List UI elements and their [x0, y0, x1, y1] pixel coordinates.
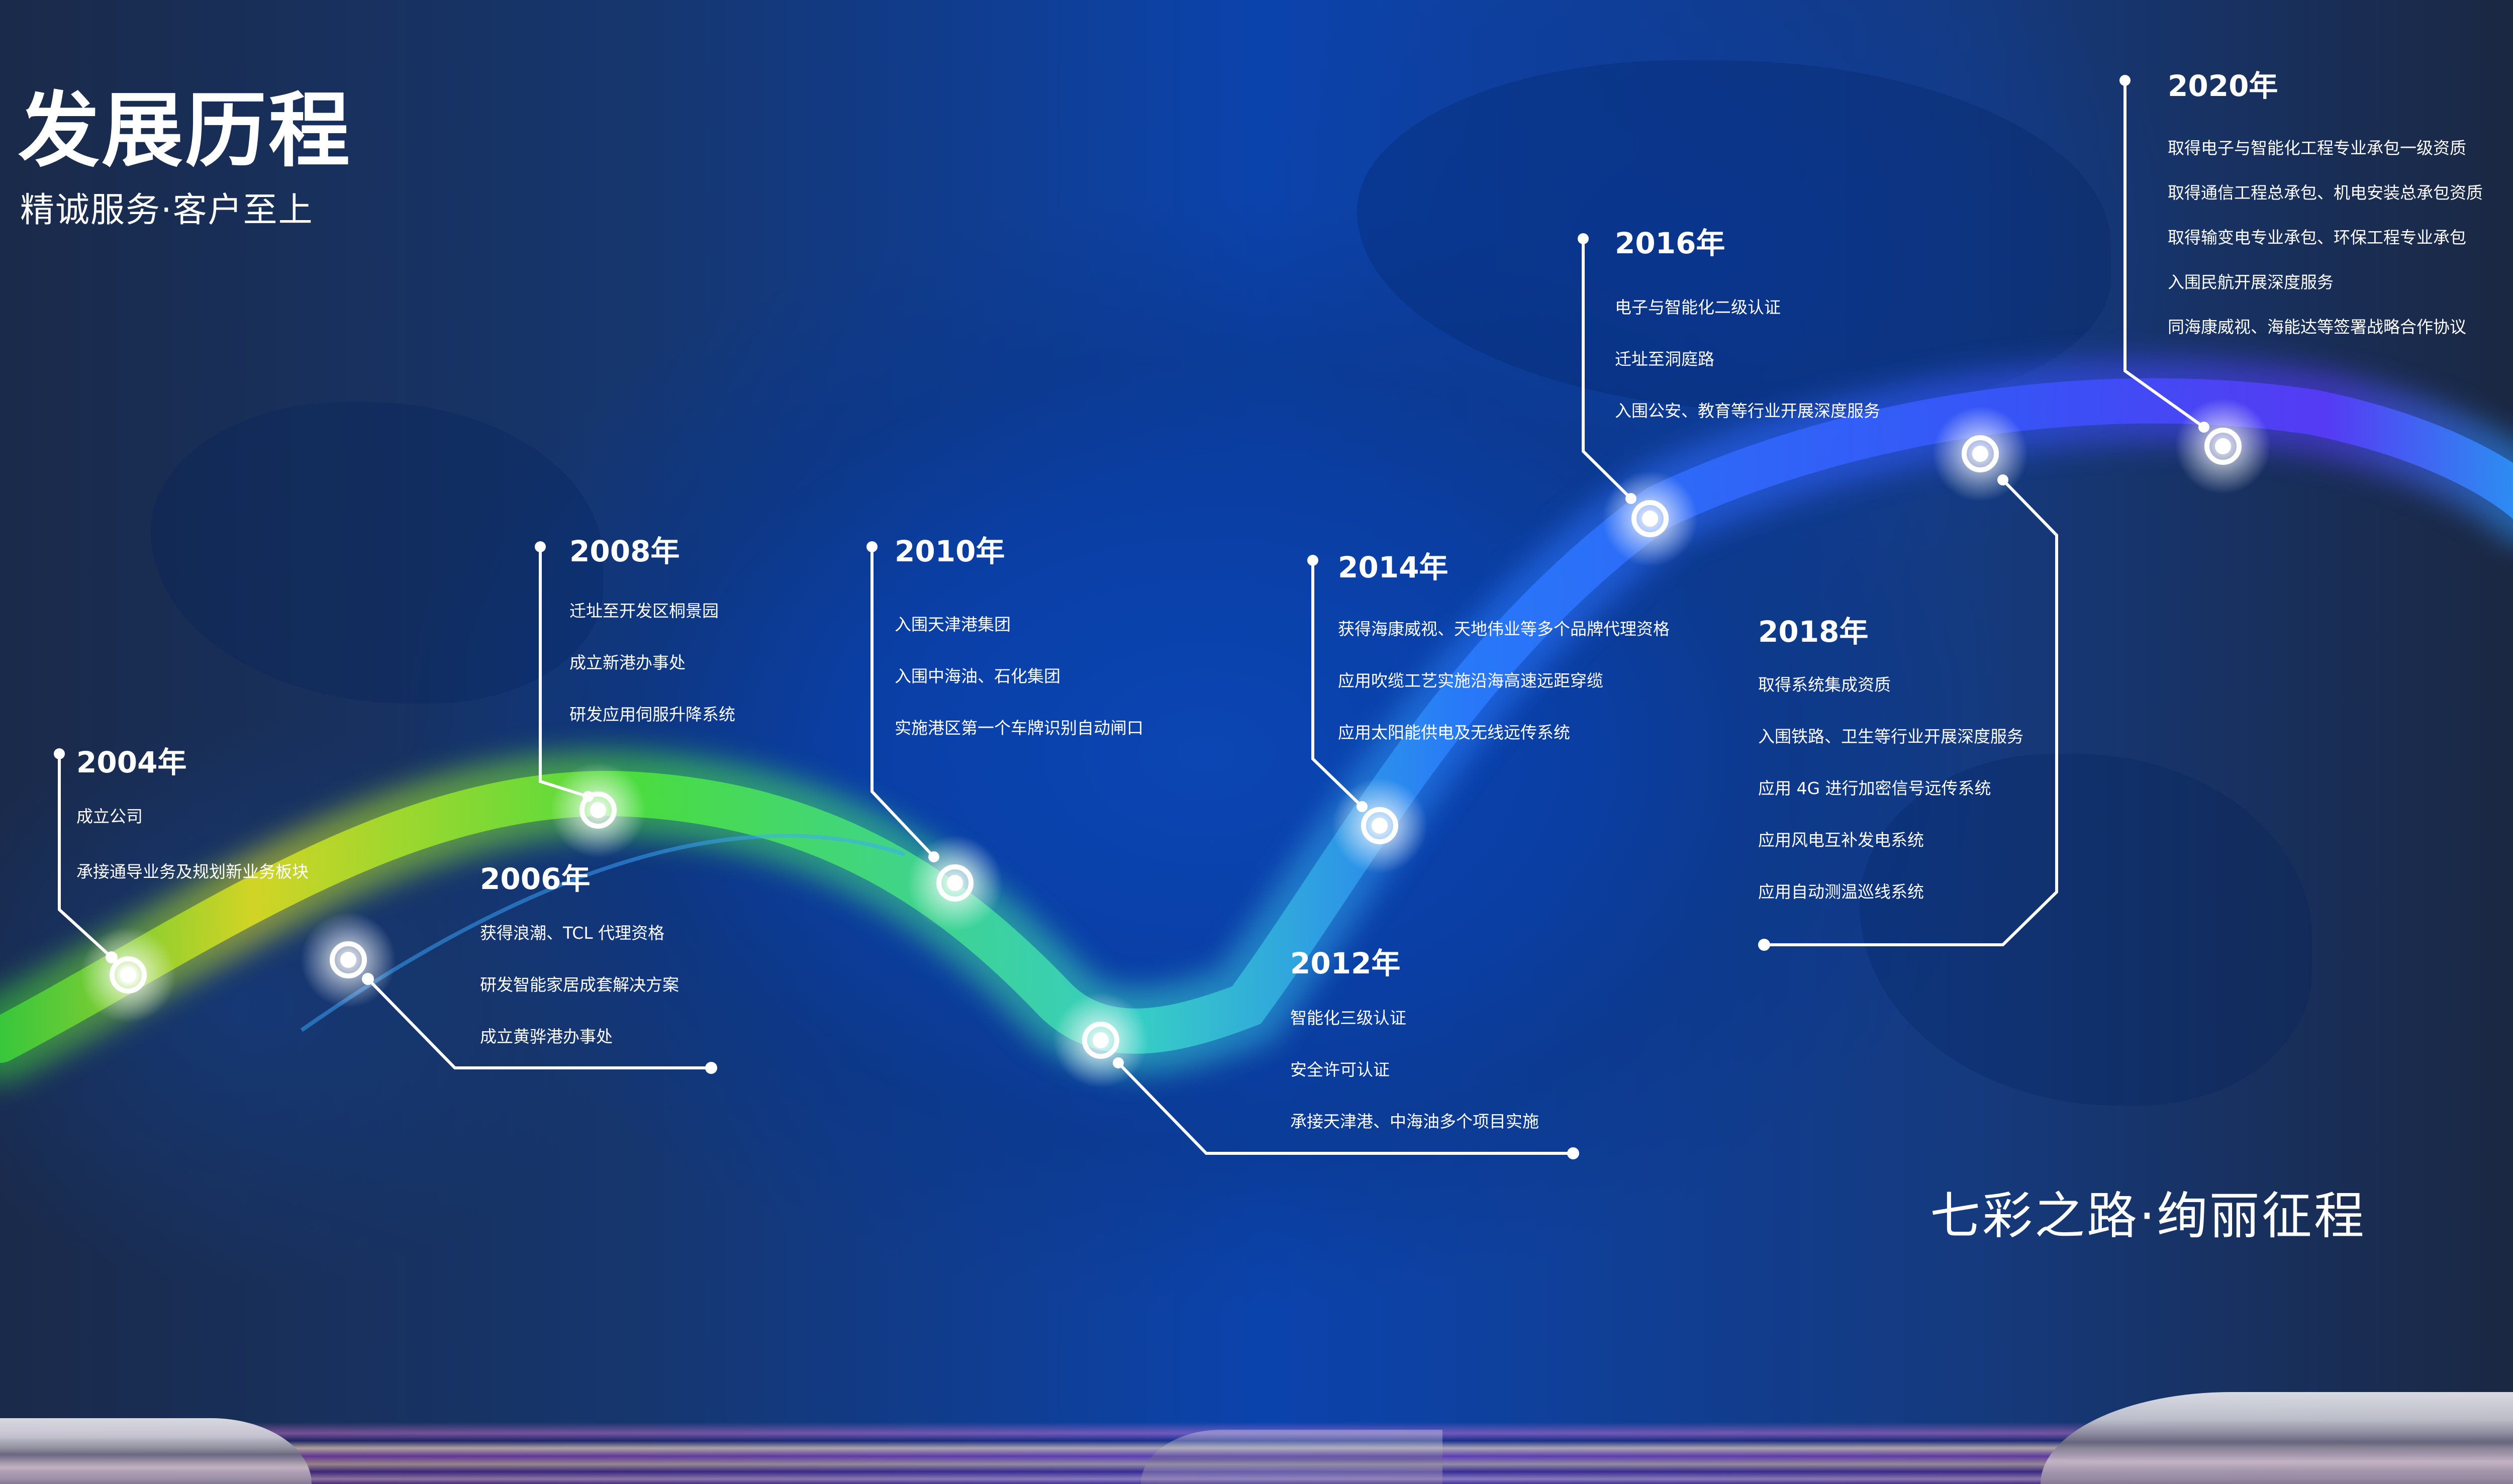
node-2004: [80, 927, 176, 1023]
milestone-2020: 2020年 取得电子与智能化工程专业承包一级资质 取得通信工程总承包、机电安装总…: [2168, 71, 2483, 335]
node-2008: [550, 762, 646, 858]
milestone-year: 2004年: [76, 745, 187, 779]
milestone-item: 取得通信工程总承包、机电安装总承包资质: [2168, 183, 2483, 203]
node-2006: [301, 912, 396, 1008]
slogan: 七彩之路·绚丽征程: [1930, 1186, 2366, 1245]
milestone-item: 取得系统集成资质: [1758, 675, 1891, 695]
node-2018: [1932, 406, 2028, 502]
milestone-year: 2006年: [480, 862, 591, 896]
milestone-year: 2014年: [1338, 550, 1448, 584]
page-subtitle: 精诚服务·客户至上: [20, 190, 314, 230]
milestone-item: 应用太阳能供电及无线远传系统: [1338, 723, 1570, 742]
milestone-year: 2008年: [569, 534, 680, 568]
milestone-2018: 2018年 取得系统集成资质 入围铁路、卫生等行业开展深度服务 应用 4G 进行…: [1758, 617, 2023, 900]
milestone-year: 2016年: [1615, 226, 1725, 260]
milestone-2004: 2004年 成立公司 承接通导业务及规划新业务板块: [76, 748, 309, 880]
node-2010: [907, 835, 1003, 931]
node-2012: [1053, 993, 1148, 1088]
milestone-item: 入围铁路、卫生等行业开展深度服务: [1758, 727, 2023, 746]
milestone-item: 同海康威视、海能达等签署战略合作协议: [2168, 317, 2466, 337]
milestone-year: 2020年: [2168, 69, 2278, 103]
milestone-item: 获得浪潮、TCL 代理资格: [480, 923, 665, 943]
milestone-item: 安全许可认证: [1290, 1060, 1390, 1079]
milestone-item: 应用风电互补发电系统: [1758, 830, 1924, 850]
milestone-year: 2010年: [895, 534, 1005, 568]
milestone-item: 入围公安、教育等行业开展深度服务: [1615, 401, 1880, 421]
page-title: 发展历程: [18, 84, 352, 178]
node-2014: [1332, 778, 1427, 873]
milestone-item: 研发智能家居成套解决方案: [480, 975, 679, 995]
train-left: [0, 1418, 312, 1484]
milestone-2008: 2008年 迁址至开发区桐景园 成立新港办事处 研发应用伺服升降系统: [569, 537, 735, 723]
milestone-item: 实施港区第一个车牌识别自动闸口: [895, 718, 1143, 738]
milestone-2016: 2016年 电子与智能化二级认证 迁址至洞庭路 入围公安、教育等行业开展深度服务: [1615, 229, 1880, 419]
milestone-item: 取得输变电专业承包、环保工程专业承包: [2168, 228, 2466, 247]
milestone-year: 2012年: [1290, 946, 1401, 980]
milestone-item: 电子与智能化二级认证: [1615, 298, 1781, 317]
milestone-item: 迁址至洞庭路: [1615, 349, 1714, 369]
milestone-item: 成立公司: [76, 807, 143, 826]
milestone-item: 入围中海油、石化集团: [895, 666, 1060, 686]
milestone-item: 应用自动测温巡线系统: [1758, 882, 1924, 902]
milestone-item: 承接通导业务及规划新业务板块: [76, 862, 309, 881]
node-2016: [1602, 471, 1698, 566]
milestone-item: 成立新港办事处: [569, 653, 686, 672]
milestone-2006: 2006年 获得浪潮、TCL 代理资格 研发智能家居成套解决方案 成立黄骅港办事…: [480, 864, 679, 1045]
milestone-item: 成立黄骅港办事处: [480, 1027, 613, 1046]
milestone-year: 2018年: [1758, 615, 1869, 649]
timeline-nodes: [80, 399, 2271, 1088]
milestone-item: 研发应用伺服升降系统: [569, 705, 735, 724]
train-middle: [1141, 1430, 1442, 1484]
milestone-item: 入围民航开展深度服务: [2168, 272, 2334, 292]
milestone-item: 承接天津港、中海油多个项目实施: [1290, 1112, 1539, 1131]
milestone-item: 智能化三级认证: [1290, 1008, 1406, 1028]
milestone-item: 应用 4G 进行加密信号远传系统: [1758, 778, 1991, 798]
milestone-2012: 2012年 智能化三级认证 安全许可认证 承接天津港、中海油多个项目实施: [1290, 949, 1539, 1130]
milestone-item: 获得海康威视、天地伟业等多个品牌代理资格: [1338, 619, 1670, 639]
milestone-2014: 2014年 获得海康威视、天地伟业等多个品牌代理资格 应用吹缆工艺实施沿海高速远…: [1338, 553, 1670, 741]
milestone-2010: 2010年 入围天津港集团 入围中海油、石化集团 实施港区第一个车牌识别自动闸口: [895, 537, 1143, 736]
milestone-item: 迁址至开发区桐景园: [569, 601, 719, 621]
node-2020: [2175, 399, 2271, 494]
milestone-item: 应用吹缆工艺实施沿海高速远距穿缆: [1338, 671, 1603, 690]
milestone-item: 取得电子与智能化工程专业承包一级资质: [2168, 138, 2466, 158]
milestone-item: 入围天津港集团: [895, 615, 1011, 634]
